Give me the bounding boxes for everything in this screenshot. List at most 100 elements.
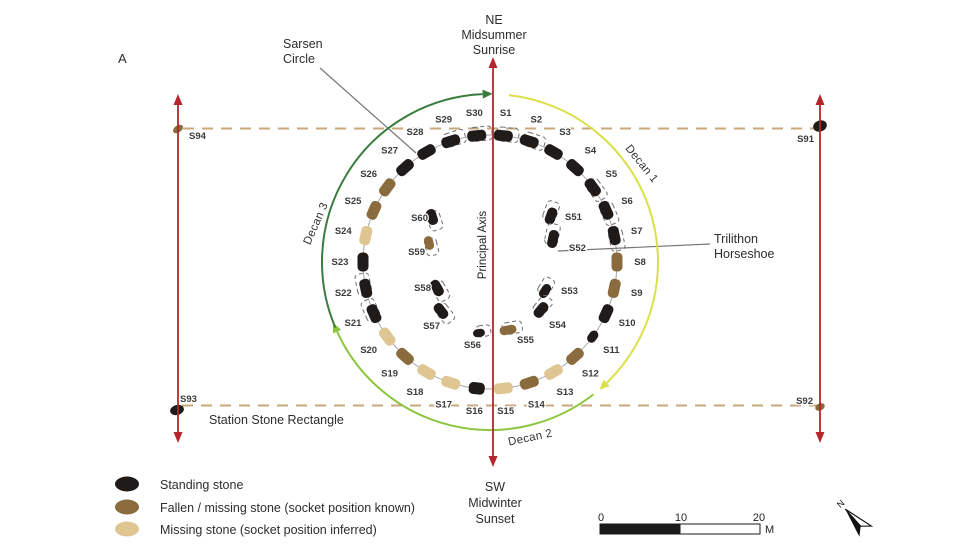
decan-2-label: Decan 2 [507,428,553,449]
stone-label-s3: S3 [559,127,571,138]
scale-tick-0: 0 [598,512,604,524]
stone-s3 [544,144,563,160]
stone-label-s15: S15 [497,406,515,417]
sw-direction-line2: Midwinter [468,496,522,510]
scale-tick-10: 10 [675,512,687,524]
decan-arcs-layer [321,89,659,431]
stone-s24 [359,225,373,246]
stones-layer [170,120,827,416]
stone-s17-shape [441,375,461,390]
stone-s22 [354,272,373,299]
stone-s25-shape [366,200,382,220]
stone-s18 [417,364,436,380]
scale-bar: 0 10 20 M [598,512,774,536]
stone-s28-shape [417,144,436,160]
stone-s10 [598,304,614,324]
stone-label-s25: S25 [345,196,363,207]
axes-layer [173,57,825,467]
stone-s7-shape [607,225,621,246]
stone-s9-shape [607,278,621,299]
trilithon-stone-s57-shape [433,303,449,319]
stone-s8-shape [611,252,623,272]
trilithon-label-s56: S56 [464,340,481,351]
north-arrow: N [835,498,874,537]
trilithon-label-s52: S52 [569,243,586,254]
stone-s27 [396,159,414,177]
stone-s18-shape [417,364,436,380]
stone-s1-shape [493,129,513,142]
stone-label-s17: S17 [435,400,452,411]
station-label-s94: S94 [189,131,207,142]
stone-s9 [607,278,621,299]
stone-label-s10: S10 [619,318,636,329]
stone-s20-shape [379,327,396,346]
stone-label-s6: S6 [621,196,633,207]
stone-label-s2: S2 [531,114,543,125]
stone-s26 [379,178,396,197]
trilithon-horseshoe-pointer [557,243,711,252]
stone-label-s13: S13 [557,387,574,398]
stone-s14 [519,375,539,390]
trilithon-stone-s56-shape [473,328,485,338]
trilithon-stone-s58 [430,279,451,303]
trilithon-stone-s53-shape [538,283,552,299]
stone-s27-shape [396,159,414,177]
stone-s15-shape [493,382,513,395]
trilithon-stone-s52 [544,222,561,249]
decan-3-arc [321,93,483,329]
principal-axis-line-arrow-top [488,57,498,68]
stone-s10-shape [598,304,614,324]
sw-direction-line1: SW [485,480,505,494]
stone-s7 [607,225,626,252]
station-stone-rectangle-label: Station Stone Rectangle [209,413,344,427]
trilithon-stone-s57 [433,302,456,325]
trilithon-horseshoe-label-line1: Trilithon [714,232,758,246]
trilithon-label-s60: S60 [411,213,428,224]
stone-s14-shape [519,375,539,390]
stone-s6-shape [598,200,614,220]
station-label-s92: S92 [796,396,813,407]
stone-label-s1: S1 [500,108,512,119]
stone-s15 [493,382,513,395]
scale-tick-20: 20 [753,512,765,524]
stone-s7-socket-outline [607,227,626,252]
stone-label-s14: S14 [528,400,546,411]
stone-s2 [519,131,547,151]
station-right-line-arrow-bottom [815,432,825,443]
stone-label-s7: S7 [631,226,643,237]
stone-label-s18: S18 [407,387,424,398]
trilithon-stone-s60-shape [425,209,439,225]
sw-direction-line3: Sunset [476,512,515,526]
station-right-line-arrow-top [815,94,825,105]
stone-s19 [396,347,414,365]
scale-unit: M [765,524,774,536]
ne-direction-line1: NE [485,13,502,27]
decan-1-arc [508,94,659,384]
north-arrow-light-half [844,508,874,527]
stone-label-s11: S11 [603,345,620,356]
trilithon-stone-s59-shape [423,236,435,250]
trilithon-stone-s53 [537,276,555,299]
stone-s17 [441,375,461,390]
station-stone-s93 [170,404,184,416]
stone-s16-shape [468,381,485,395]
stone-s25 [366,200,382,220]
trilithon-stone-s51 [542,200,561,225]
stone-s4-shape [566,159,584,177]
legend-label-missing: Missing stone (socket position inferred) [160,523,377,537]
decan-3-arrowhead [482,89,493,99]
trilithon-label-s55: S55 [517,335,535,346]
sarsen-circle-label-line2: Circle [283,52,315,66]
sarsen-circle-pointer [319,67,417,154]
stone-s22-shape [359,278,373,299]
trilithon-label-s59: S59 [408,247,425,258]
trilithon-horseshoe-label-line2: Horseshoe [714,247,774,261]
trilithon-stone-s59 [423,236,440,257]
principal-axis-label: Principal Axis [477,211,489,280]
stone-labels-layer: S1S2S3S4S5S6S7S8S9S10S11S12S13S14S15S16S… [179,107,816,419]
trilithon-label-s54: S54 [549,320,567,331]
trilithon-stone-s54-shape [533,302,549,318]
legend-label-fallen: Fallen / missing stone (socket position … [160,501,415,515]
